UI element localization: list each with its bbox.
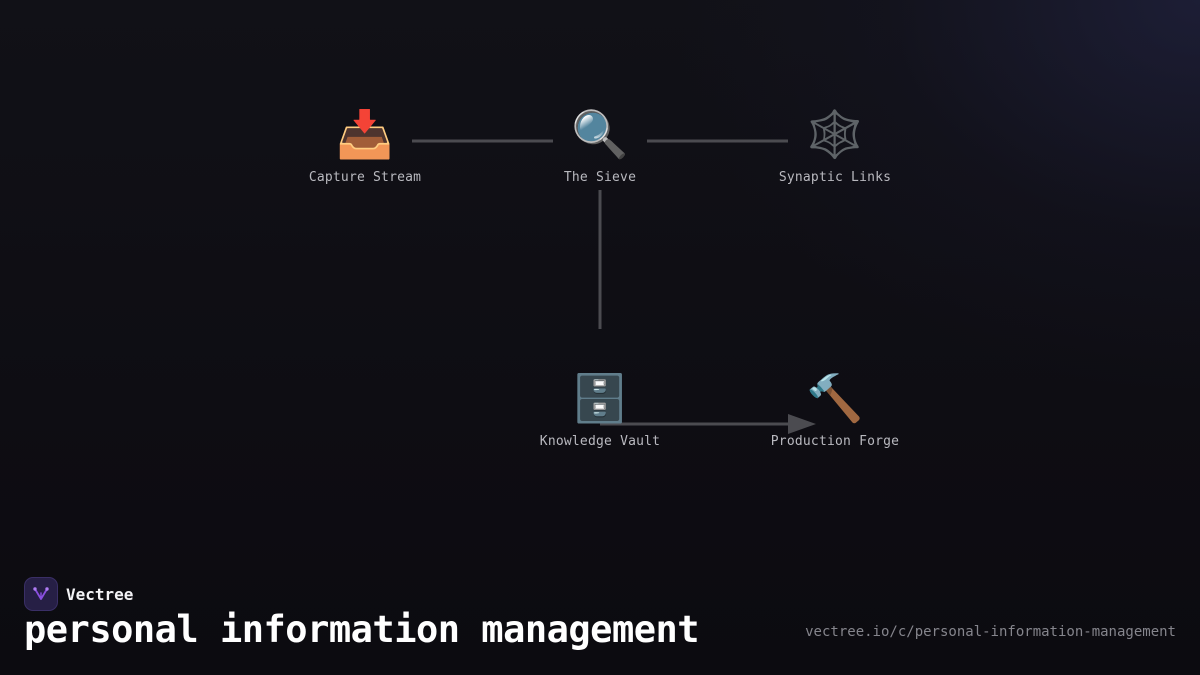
- node-production-forge: 🔨 Production Forge: [745, 368, 925, 449]
- node-synaptic-links: 🕸️ Synaptic Links: [745, 104, 925, 185]
- node-label-capture-stream: Capture Stream: [308, 170, 422, 185]
- node-label-production-forge: Production Forge: [770, 434, 900, 449]
- hammer-icon: 🔨: [806, 371, 864, 425]
- vectree-logo-icon: [24, 577, 58, 611]
- page-url[interactable]: vectree.io/c/personal-information-manage…: [805, 624, 1176, 640]
- node-label-synaptic-links: Synaptic Links: [778, 170, 892, 185]
- brand[interactable]: Vectree: [24, 577, 133, 611]
- node-capture-stream: 📥 Capture Stream: [275, 104, 455, 185]
- inbox-tray-icon: 📥: [336, 107, 394, 161]
- brand-name: Vectree: [66, 584, 134, 604]
- magnifying-glass-icon: 🔍: [571, 107, 629, 161]
- node-label-the-sieve: The Sieve: [563, 170, 637, 185]
- edge-vault-forge-arrowhead: [788, 414, 816, 434]
- spider-web-icon: 🕸️: [806, 107, 864, 161]
- node-the-sieve: 🔍 The Sieve: [510, 104, 690, 185]
- page-title: personal information management: [24, 608, 700, 651]
- node-label-knowledge-vault: Knowledge Vault: [539, 434, 661, 449]
- node-knowledge-vault: 🗄️ Knowledge Vault: [510, 368, 690, 449]
- file-cabinet-icon: 🗄️: [571, 371, 629, 425]
